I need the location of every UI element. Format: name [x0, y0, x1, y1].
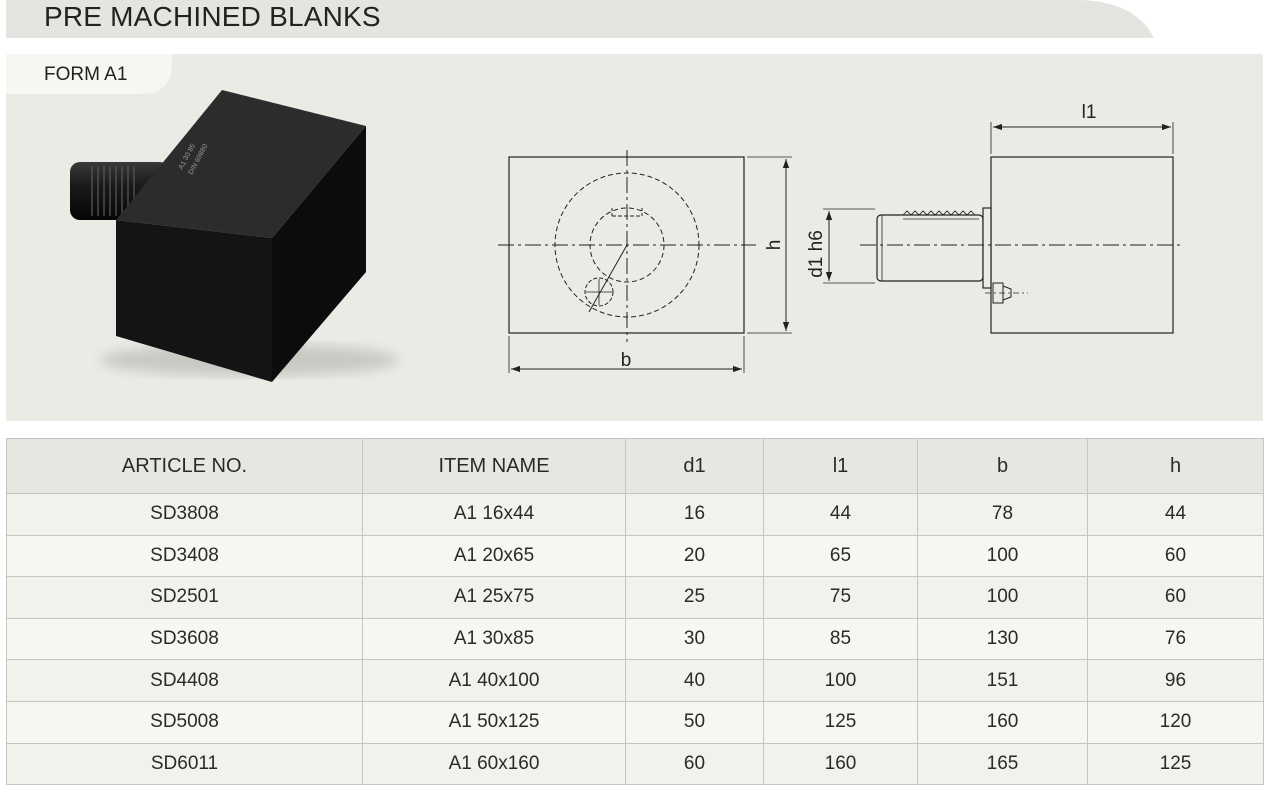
cell-article-no: SD6011 — [6, 742, 363, 785]
header-b: b — [917, 438, 1088, 494]
cell-d1: 16 — [625, 493, 764, 536]
cell-l1: 75 — [763, 576, 918, 619]
cell-article-no: SD3608 — [6, 617, 363, 661]
side-serration — [902, 210, 976, 216]
blank-photo: A1 30 85 DIN 69880 — [70, 90, 400, 382]
header-article-no: ARTICLE NO. — [6, 438, 363, 494]
cell-item-name: A1 16x44 — [362, 493, 626, 536]
title-band-shape — [6, 0, 1154, 38]
cell-l1: 85 — [763, 617, 918, 661]
cell-item-name: A1 30x85 — [362, 617, 626, 661]
header-h: h — [1087, 438, 1264, 494]
cell-l1: 125 — [763, 700, 918, 744]
technical-drawing: A1 30 85 DIN 69880 b h — [70, 90, 1182, 382]
header-item-name: ITEM NAME — [362, 438, 626, 494]
cell-l1: 44 — [763, 493, 918, 536]
photo-block-top — [116, 90, 366, 238]
front-outer-circle — [554, 172, 700, 318]
photo-block-front — [116, 220, 272, 382]
cell-l1: 160 — [763, 742, 918, 785]
cell-article-no: SD3808 — [6, 493, 363, 536]
front-screw-circle — [584, 277, 614, 307]
title-band — [6, 0, 1156, 38]
side-view — [823, 122, 1182, 334]
cell-b: 130 — [917, 617, 1088, 661]
table-row: SD3808 A1 16x44 16 44 78 44 — [6, 493, 1264, 536]
table-header-row: ARTICLE NO. ITEM NAME d1 l1 b h — [6, 438, 1264, 494]
form-tab — [6, 54, 172, 94]
cell-h: 44 — [1087, 493, 1264, 536]
cell-d1: 30 — [625, 617, 764, 661]
front-angle-line — [588, 244, 628, 313]
cell-b: 160 — [917, 700, 1088, 744]
cell-l1: 100 — [763, 659, 918, 702]
cell-h: 96 — [1087, 659, 1264, 702]
cell-h: 76 — [1087, 617, 1264, 661]
cell-d1: 60 — [625, 742, 764, 785]
cell-b: 151 — [917, 659, 1088, 702]
front-inner-circle — [589, 207, 665, 283]
cell-item-name: A1 60x160 — [362, 742, 626, 785]
h-label: h — [764, 240, 785, 251]
table-row: SD4408 A1 40x100 40 100 151 96 — [6, 659, 1264, 702]
form-label: FORM A1 — [44, 64, 128, 85]
cell-article-no: SD3408 — [6, 534, 363, 578]
cell-d1: 25 — [625, 576, 764, 619]
page-title: PRE MACHINED BLANKS — [44, 1, 381, 32]
side-shank — [876, 214, 984, 282]
table-row: SD5008 A1 50x125 50 125 160 120 — [6, 700, 1264, 744]
table-row: SD6011 A1 60x160 60 160 165 125 — [6, 742, 1264, 785]
header-d1: d1 — [625, 438, 764, 494]
cell-h: 125 — [1087, 742, 1264, 785]
cell-item-name: A1 25x75 — [362, 576, 626, 619]
cell-article-no: SD2501 — [6, 576, 363, 619]
l1-label: l1 — [1082, 102, 1097, 123]
b-label: b — [621, 350, 632, 371]
cell-item-name: A1 20x65 — [362, 534, 626, 578]
side-collar — [982, 207, 992, 289]
cell-h: 60 — [1087, 576, 1264, 619]
cell-b: 100 — [917, 534, 1088, 578]
cell-d1: 20 — [625, 534, 764, 578]
cell-d1: 50 — [625, 700, 764, 744]
header-l1: l1 — [763, 438, 918, 494]
cell-d1: 40 — [625, 659, 764, 702]
table-row: SD3608 A1 30x85 30 85 130 76 — [6, 617, 1264, 661]
cell-b: 78 — [917, 493, 1088, 536]
d1-label: d1 h6 — [806, 230, 827, 278]
form-tab-shape — [6, 54, 172, 94]
table-row: SD3408 A1 20x65 20 65 100 60 — [6, 534, 1264, 578]
cell-article-no: SD4408 — [6, 659, 363, 702]
front-view — [498, 150, 792, 373]
cell-h: 60 — [1087, 534, 1264, 578]
cell-article-no: SD5008 — [6, 700, 363, 744]
cell-l1: 65 — [763, 534, 918, 578]
spec-table: ARTICLE NO. ITEM NAME d1 l1 b h SD3808 A… — [6, 438, 1264, 785]
cell-b: 165 — [917, 742, 1088, 785]
cell-h: 120 — [1087, 700, 1264, 744]
cell-b: 100 — [917, 576, 1088, 619]
table-row: SD2501 A1 25x75 25 75 100 60 — [6, 576, 1264, 619]
cell-item-name: A1 40x100 — [362, 659, 626, 702]
photo-block-side — [272, 126, 366, 382]
cell-item-name: A1 50x125 — [362, 700, 626, 744]
